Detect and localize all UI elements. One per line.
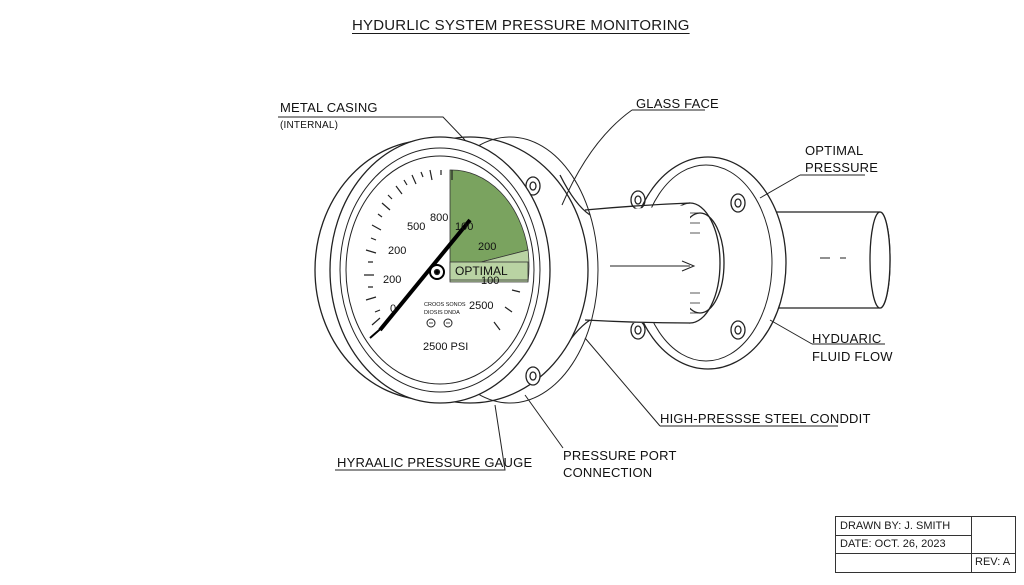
title-block: DRAWN BY: J. SMITH DATE: OCT. 26, 2023 R… [835,516,1016,573]
gauge-zone-label: OPTIMAL [455,264,508,278]
gauge-tick-label: 100 [455,221,473,233]
gauge-tick-label: 200 [383,274,401,286]
label-pressure-gauge: HYRAALIC PRESSURE GAUGE [337,455,533,470]
gauge-brand-line: CROOS SONOS [424,302,466,308]
leader-lines [278,109,885,471]
gauge-brand-line: DIOSIS DNDA [424,310,460,316]
gauge-tick-label: 500 [407,221,425,233]
label-pressure-port-1: PRESSURE PORT [563,448,677,463]
gauge-tick-label: 100 [481,275,499,287]
bolt-icon [630,320,646,340]
label-optimal-pressure-2: PRESSURE [805,160,879,175]
label-hydraulic-flow-2: FLUID FLOW [812,349,893,364]
gauge-assembly [314,136,599,404]
label-pressure-port-2: CONNECTION [563,465,653,480]
label-metal-casing-sub: (INTERNAL) [280,120,339,131]
gauge-tick-label: 0 [390,303,396,315]
gauge-scale: 0 200 200 500 800 100 200 100 2500 OPTIM… [383,212,508,353]
label-optimal-pressure-1: OPTIMAL [805,143,864,158]
bolt-icon [730,193,746,213]
gauge-readout: 2500 PSI [423,341,468,353]
label-glass-face: GLASS FACE [636,96,719,111]
gauge-tick-label: 200 [388,245,406,257]
diagram-title: HYDURLIC SYSTEM PRESSURE MONITORING [352,17,690,34]
gauge-tick-label: 200 [478,241,496,253]
label-hydraulic-flow-1: HYDUARIC [812,331,882,346]
label-steel-conduit: HIGH-PRESSSE STEEL CONDDIT [660,411,871,426]
revision: REV: A [975,556,1011,568]
gauge-tick-label: 2500 [469,300,493,312]
drawn-by: DRAWN BY: J. SMITH [840,520,951,532]
pipe-assembly [559,156,891,370]
drawing-date: DATE: OCT. 26, 2023 [840,538,946,550]
bolt-icon [730,320,746,340]
label-metal-casing: METAL CASING [280,100,378,115]
gauge-tick-label: 800 [430,212,448,224]
